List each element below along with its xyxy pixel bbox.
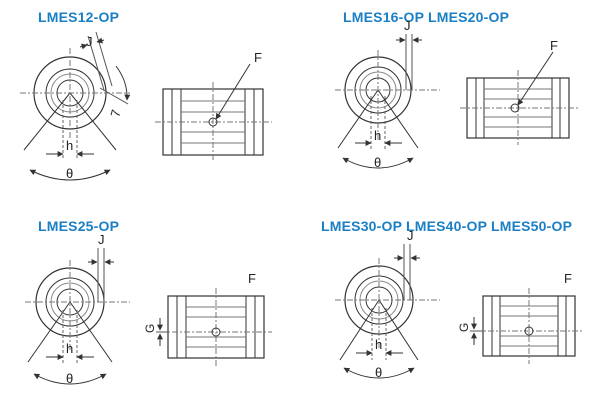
label-g-lmes30-50: G — [457, 323, 471, 332]
label-h-lmes16-20: h — [374, 128, 381, 143]
label-f-lmes30-50: F — [564, 271, 572, 286]
side-view-lmes12 — [155, 63, 272, 162]
side-view-lmes16-20 — [460, 51, 578, 145]
panel-lmes30-50 — [335, 244, 582, 379]
label-h-lmes25: h — [66, 341, 73, 356]
label-g-lmes25: G — [143, 324, 157, 333]
label-seven-lmes12: 7 — [107, 108, 123, 119]
panel-lmes25 — [25, 248, 272, 385]
title-lmes25: LMES25-OP — [38, 218, 120, 234]
label-j-lmes16-20: J — [404, 18, 411, 33]
end-view-lmes25 — [25, 248, 130, 385]
end-view-lmes16-20 — [335, 34, 440, 169]
title-lmes30-50: LMES30-OP LMES40-OP LMES50-OP — [321, 218, 573, 234]
label-theta-lmes30-50: θ — [375, 365, 382, 380]
label-j-lmes30-50: J — [407, 228, 414, 243]
title-lmes16-20: LMES16-OP LMES20-OP — [343, 9, 510, 25]
side-view-lmes30-50 — [470, 288, 582, 364]
end-view-lmes30-50 — [335, 244, 440, 379]
title-lmes12: LMES12-OP — [38, 9, 120, 25]
side-view-lmes25 — [156, 288, 272, 366]
label-theta-lmes25: θ — [66, 371, 73, 386]
label-theta-lmes12: θ — [66, 166, 73, 181]
label-h-lmes12: h — [66, 138, 73, 153]
label-theta-lmes16-20: θ — [374, 155, 381, 170]
label-h-lmes30-50: h — [375, 337, 382, 352]
panel-lmes16-20 — [335, 34, 578, 169]
label-f-lmes16-20: F — [550, 38, 558, 53]
label-f-lmes12: F — [254, 50, 262, 65]
panel-lmes12 — [20, 31, 272, 181]
label-f-lmes25: F — [248, 271, 256, 286]
end-view-lmes12 — [20, 31, 131, 181]
label-j-lmes12: J — [86, 34, 93, 49]
label-j-lmes25: J — [98, 232, 105, 247]
